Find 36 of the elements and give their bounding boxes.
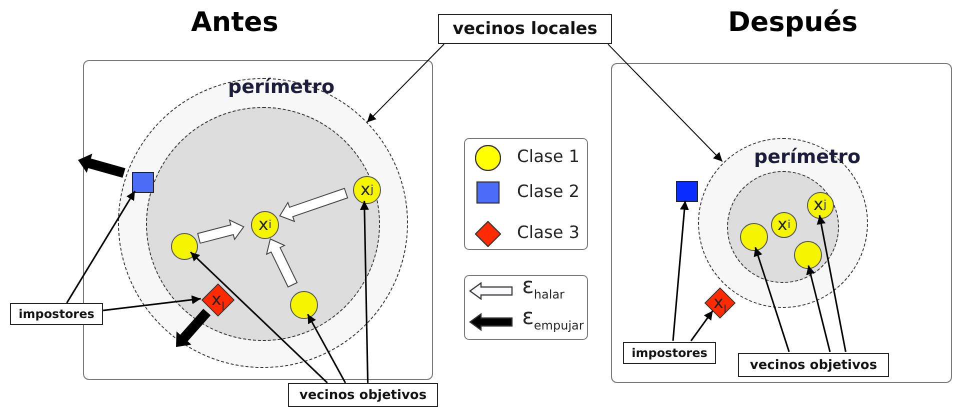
block-arrow — [266, 238, 298, 288]
leader-arrow — [672, 200, 689, 341]
block-arrow — [197, 219, 244, 244]
class-circle — [170, 232, 198, 260]
panel-heading: Después — [728, 7, 858, 38]
legend-label: ε$_{halar}$ — [522, 276, 564, 298]
label-box: vecinos objetivos — [288, 383, 438, 407]
legend-label: Clase 2 — [517, 182, 580, 202]
leader-arrow — [103, 295, 201, 312]
label-box: impostores — [623, 342, 716, 364]
leader-line — [608, 44, 723, 162]
class-square — [132, 172, 154, 193]
class-circle — [290, 291, 318, 319]
leader-arrow — [66, 190, 136, 304]
leader-arrow — [816, 215, 846, 352]
leader-line — [366, 44, 445, 123]
leader-arrow — [360, 200, 369, 383]
perimeter-label: perímetro — [228, 76, 335, 98]
legend-label: Clase 1 — [517, 147, 580, 167]
panel-heading: Antes — [191, 7, 278, 38]
leader-arrow — [754, 246, 790, 352]
leader-arrow — [190, 252, 328, 384]
class-diamond: x$_{l}$ — [705, 288, 735, 318]
class-circle — [740, 223, 768, 251]
label-box: impostores — [10, 303, 103, 325]
block-arrow — [279, 188, 348, 222]
class-diamond: x$_{l}$ — [202, 284, 234, 316]
leader-arrow — [690, 310, 714, 342]
class-circle — [794, 241, 822, 269]
perimeter-label: perímetro — [754, 146, 861, 168]
leader-arrow — [806, 265, 831, 352]
label-box: vecinos objetivos — [738, 353, 889, 377]
class-square — [676, 181, 698, 202]
leader-arrow — [307, 314, 346, 384]
legend-label: Clase 3 — [517, 223, 580, 243]
label-box: vecinos locales — [438, 14, 612, 44]
